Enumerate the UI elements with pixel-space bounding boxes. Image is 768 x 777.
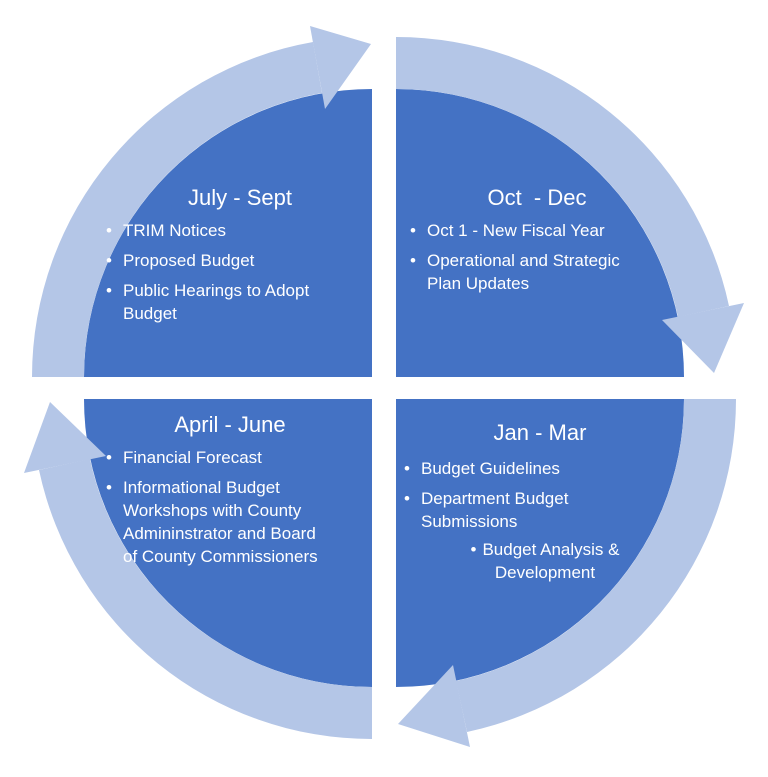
bullet-text: Operational and Strategic Plan Updates [427, 251, 620, 293]
bullet-dot: • [470, 540, 477, 559]
list-item: • Budget Guidelines [404, 457, 619, 480]
bullet-text: TRIM Notices [123, 221, 226, 240]
quadrant-july-sept-group [31, 26, 372, 377]
bullet-text: Informational Budget Workshops with Coun… [123, 478, 318, 566]
arrowhead-oct-to-jan-icon [662, 303, 744, 373]
bullet-text: Proposed Budget [123, 251, 255, 270]
arrowhead-july-to-oct-icon [310, 26, 371, 109]
list-item: • Informational Budget Workshops with Co… [106, 476, 322, 568]
quadrant-title-oct-dec: Oct - Dec [487, 185, 587, 210]
bullet-text: Oct 1 - New Fiscal Year [427, 221, 605, 240]
arrowhead-april-to-july-icon [24, 402, 106, 473]
quadrant-jan-mar-group [396, 399, 737, 747]
quadrant-title-jan-mar: Jan - Mar [493, 420, 587, 445]
bullet-dot: • [404, 459, 410, 478]
bullet-text: Financial Forecast [123, 448, 262, 467]
bullet-dot: • [410, 221, 416, 240]
arrow-band-jan-to-april [456, 399, 737, 732]
quadrant-april-june-shape [84, 399, 372, 687]
list-item: • Proposed Budget [106, 249, 348, 272]
quadrant-july-sept-shape [84, 89, 372, 377]
bullet-text: Budget Analysis & Development [482, 540, 620, 582]
bullet-list-jan-mar: • Budget Guidelines • Department Budget … [404, 457, 619, 540]
list-item: • Operational and Strategic Plan Updates [410, 249, 638, 295]
bullet-dot: • [106, 448, 112, 467]
quadrant-title-april-june: April - June [174, 412, 286, 437]
bullet-dot: • [106, 251, 112, 270]
bullet-dot: • [404, 489, 410, 508]
arrow-band-april-to-july [39, 459, 372, 740]
sub-bullet-jan-mar: • Budget Analysis & Development [450, 538, 640, 584]
list-item: • TRIM Notices [106, 219, 348, 242]
bullet-list-oct-dec: • Oct 1 - New Fiscal Year • Operational … [410, 219, 638, 302]
bullet-dot: • [106, 478, 112, 497]
bullet-dot: • [410, 251, 416, 270]
list-item: • Department Budget Submissions [404, 487, 619, 533]
arrow-band-july-to-oct [31, 42, 322, 377]
list-item: • Financial Forecast [106, 446, 322, 469]
quadrant-april-june-group [24, 399, 372, 740]
quadrant-jan-mar-shape [396, 399, 684, 687]
quadrant-title-july-sept: July - Sept [188, 185, 292, 210]
bullet-list-april-june: • Financial Forecast • Informational Bud… [106, 446, 322, 575]
bullet-text: Public Hearings to Adopt Budget [123, 281, 310, 323]
bullet-text: Department Budget Submissions [421, 489, 569, 531]
bullet-list-july-sept: • TRIM Notices • Proposed Budget • Publi… [106, 219, 348, 332]
bullet-dot: • [106, 281, 112, 300]
list-item: • Oct 1 - New Fiscal Year [410, 219, 638, 242]
quadrant-oct-dec-shape [396, 89, 684, 377]
arrow-band-oct-to-jan [396, 36, 729, 318]
bullet-dot: • [106, 221, 112, 240]
bullet-text: Budget Guidelines [421, 459, 560, 478]
arrowhead-jan-to-april-icon [398, 665, 470, 747]
quadrant-oct-dec-group [396, 36, 744, 377]
list-item: • Public Hearings to Adopt Budget [106, 279, 348, 325]
